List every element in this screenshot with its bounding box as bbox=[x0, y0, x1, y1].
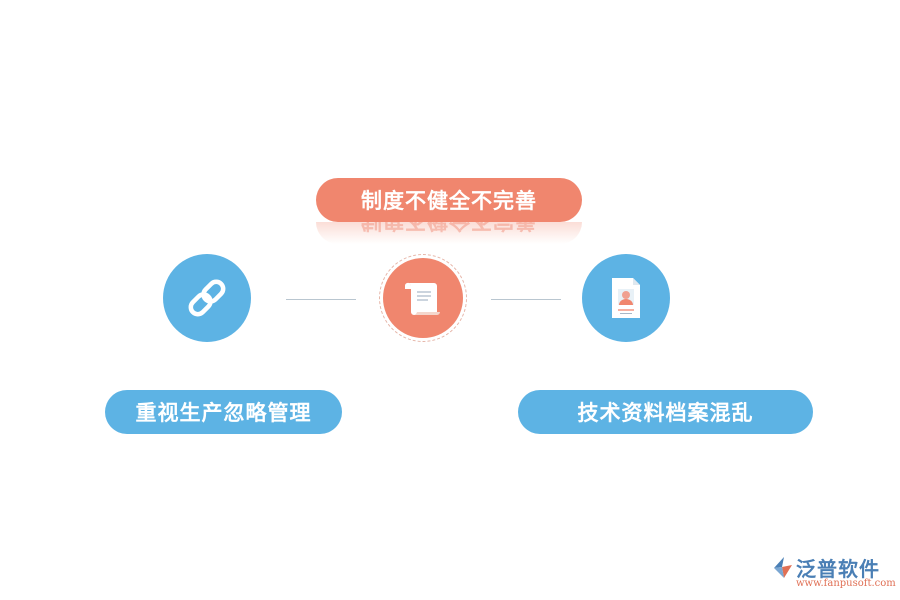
connector-right bbox=[491, 299, 561, 300]
center-node-ring bbox=[379, 254, 467, 342]
connector-left bbox=[286, 299, 356, 300]
right-issue-label: 技术资料档案混乱 bbox=[518, 390, 813, 434]
scroll-document-icon bbox=[404, 282, 440, 315]
brand-mark-icon bbox=[774, 557, 792, 578]
left-issue-label: 重视生产忽略管理 bbox=[105, 390, 342, 434]
left-issue-text: 重视生产忽略管理 bbox=[135, 401, 312, 425]
top-issue-reflection-text: 制度不健全不完善 bbox=[316, 222, 582, 244]
top-issue-reflection: 制度不健全不完善 bbox=[316, 222, 582, 244]
right-issue-text: 技术资料档案混乱 bbox=[577, 401, 754, 425]
profile-document-icon bbox=[612, 278, 640, 318]
top-issue-text: 制度不健全不完善 bbox=[361, 189, 537, 213]
top-issue-label: 制度不健全不完善 bbox=[316, 178, 582, 222]
left-node bbox=[163, 254, 251, 342]
center-node bbox=[383, 258, 463, 338]
brand-url: www.fanpusoft.com bbox=[796, 578, 896, 589]
brand-name: 泛普软件 bbox=[796, 557, 880, 581]
brand-logo: 泛普软件 www.fanpusoft.com bbox=[770, 552, 896, 592]
right-node bbox=[582, 254, 670, 342]
chain-link-icon bbox=[188, 279, 226, 317]
